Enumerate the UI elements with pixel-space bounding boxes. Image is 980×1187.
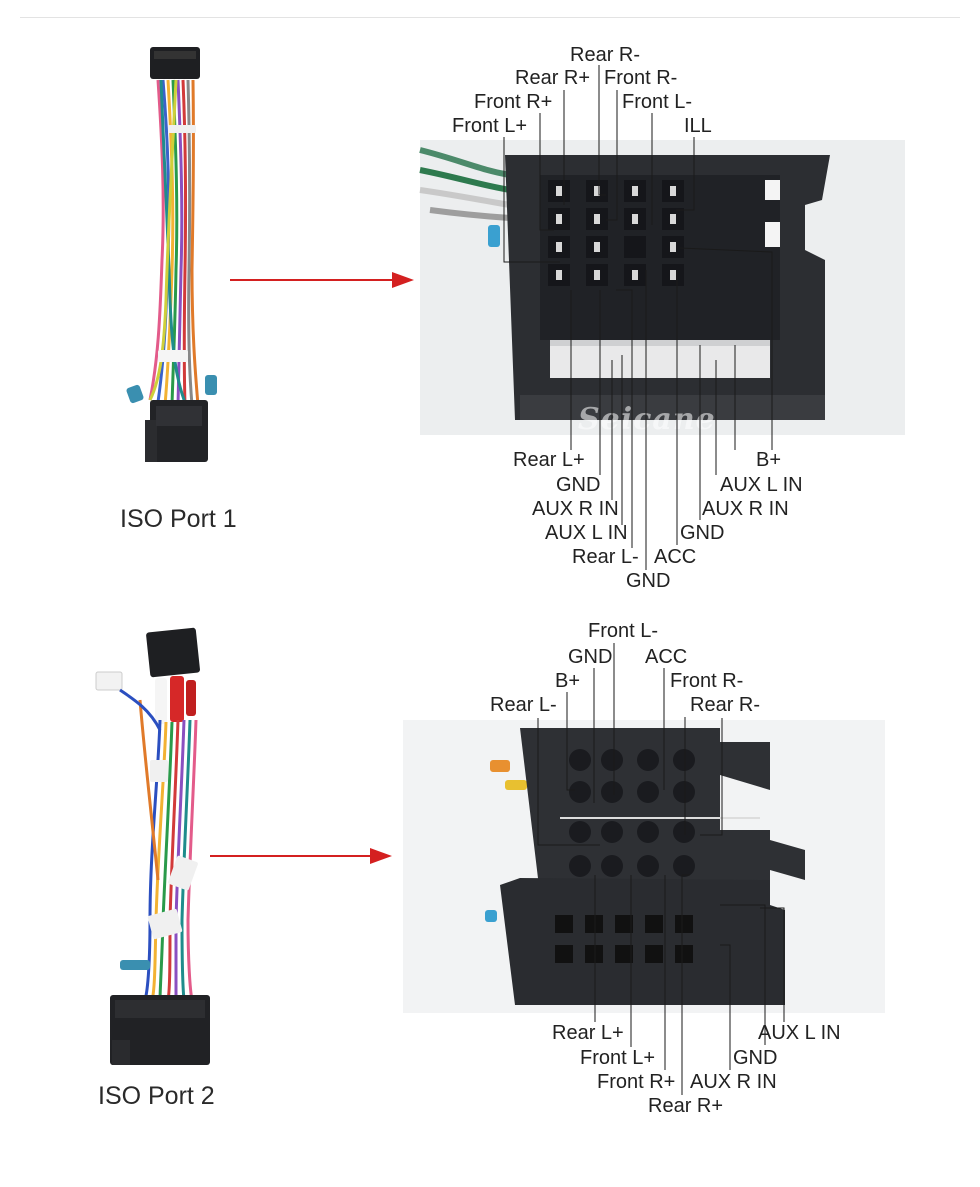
pin-label-aux-l-in-a: AUX L IN bbox=[545, 522, 628, 544]
pin-label-aux-l-in-2: AUX L IN bbox=[758, 1022, 841, 1044]
pin-label-front-l-minus-2: Front L- bbox=[588, 620, 659, 642]
pin-label-rear-l-minus: Rear L- bbox=[572, 546, 639, 568]
pin-label-rear-l-minus-2: Rear L- bbox=[490, 694, 557, 716]
pin-label-gnd-top-2: GND bbox=[568, 646, 613, 668]
pin-label-gnd-a: GND bbox=[556, 474, 601, 496]
pin-label-aux-r-in-b: AUX R IN bbox=[702, 498, 789, 520]
pin-label-front-l-minus: Front L- bbox=[622, 91, 693, 113]
pin-label-ill: ILL bbox=[684, 115, 712, 137]
pin-label-acc: ACC bbox=[654, 546, 697, 568]
pin-label-gnd-b: GND bbox=[680, 522, 725, 544]
pin-label-acc-2: ACC bbox=[645, 646, 688, 668]
port-2-title: ISO Port 2 bbox=[98, 1082, 215, 1110]
pin-label-aux-l-in-b: AUX L IN bbox=[720, 474, 803, 496]
pin-label-rear-r-minus-2: Rear R- bbox=[690, 694, 761, 716]
pin-label-rear-l-plus-2: Rear L+ bbox=[552, 1022, 624, 1044]
pin-label-gnd-bottom-2: GND bbox=[733, 1047, 778, 1069]
pin-label-front-r-plus-2: Front R+ bbox=[597, 1071, 676, 1093]
pin-label-gnd-c: GND bbox=[626, 570, 671, 592]
pin-label-b-plus-2: B+ bbox=[555, 670, 581, 692]
pin-label-front-r-plus: Front R+ bbox=[474, 91, 553, 113]
pin-label-front-l-plus-2: Front L+ bbox=[580, 1047, 656, 1069]
pin-label-rear-r-plus: Rear R+ bbox=[515, 67, 591, 89]
port-1-title: ISO Port 1 bbox=[120, 505, 237, 533]
pin-label-aux-r-in-a: AUX R IN bbox=[532, 498, 619, 520]
pin-label-rear-l-plus: Rear L+ bbox=[513, 449, 585, 471]
pin-label-front-l-plus: Front L+ bbox=[452, 115, 528, 137]
pin-label-aux-r-in-2: AUX R IN bbox=[690, 1071, 777, 1093]
pin-label-rear-r-minus: Rear R- bbox=[570, 44, 641, 66]
pin-label-front-r-minus: Front R- bbox=[604, 67, 678, 89]
top-divider bbox=[20, 17, 960, 18]
pin-label-front-r-minus-2: Front R- bbox=[670, 670, 744, 692]
pin-label-b-plus: B+ bbox=[756, 449, 782, 471]
pin-label-rear-r-plus-2: Rear R+ bbox=[648, 1095, 724, 1117]
